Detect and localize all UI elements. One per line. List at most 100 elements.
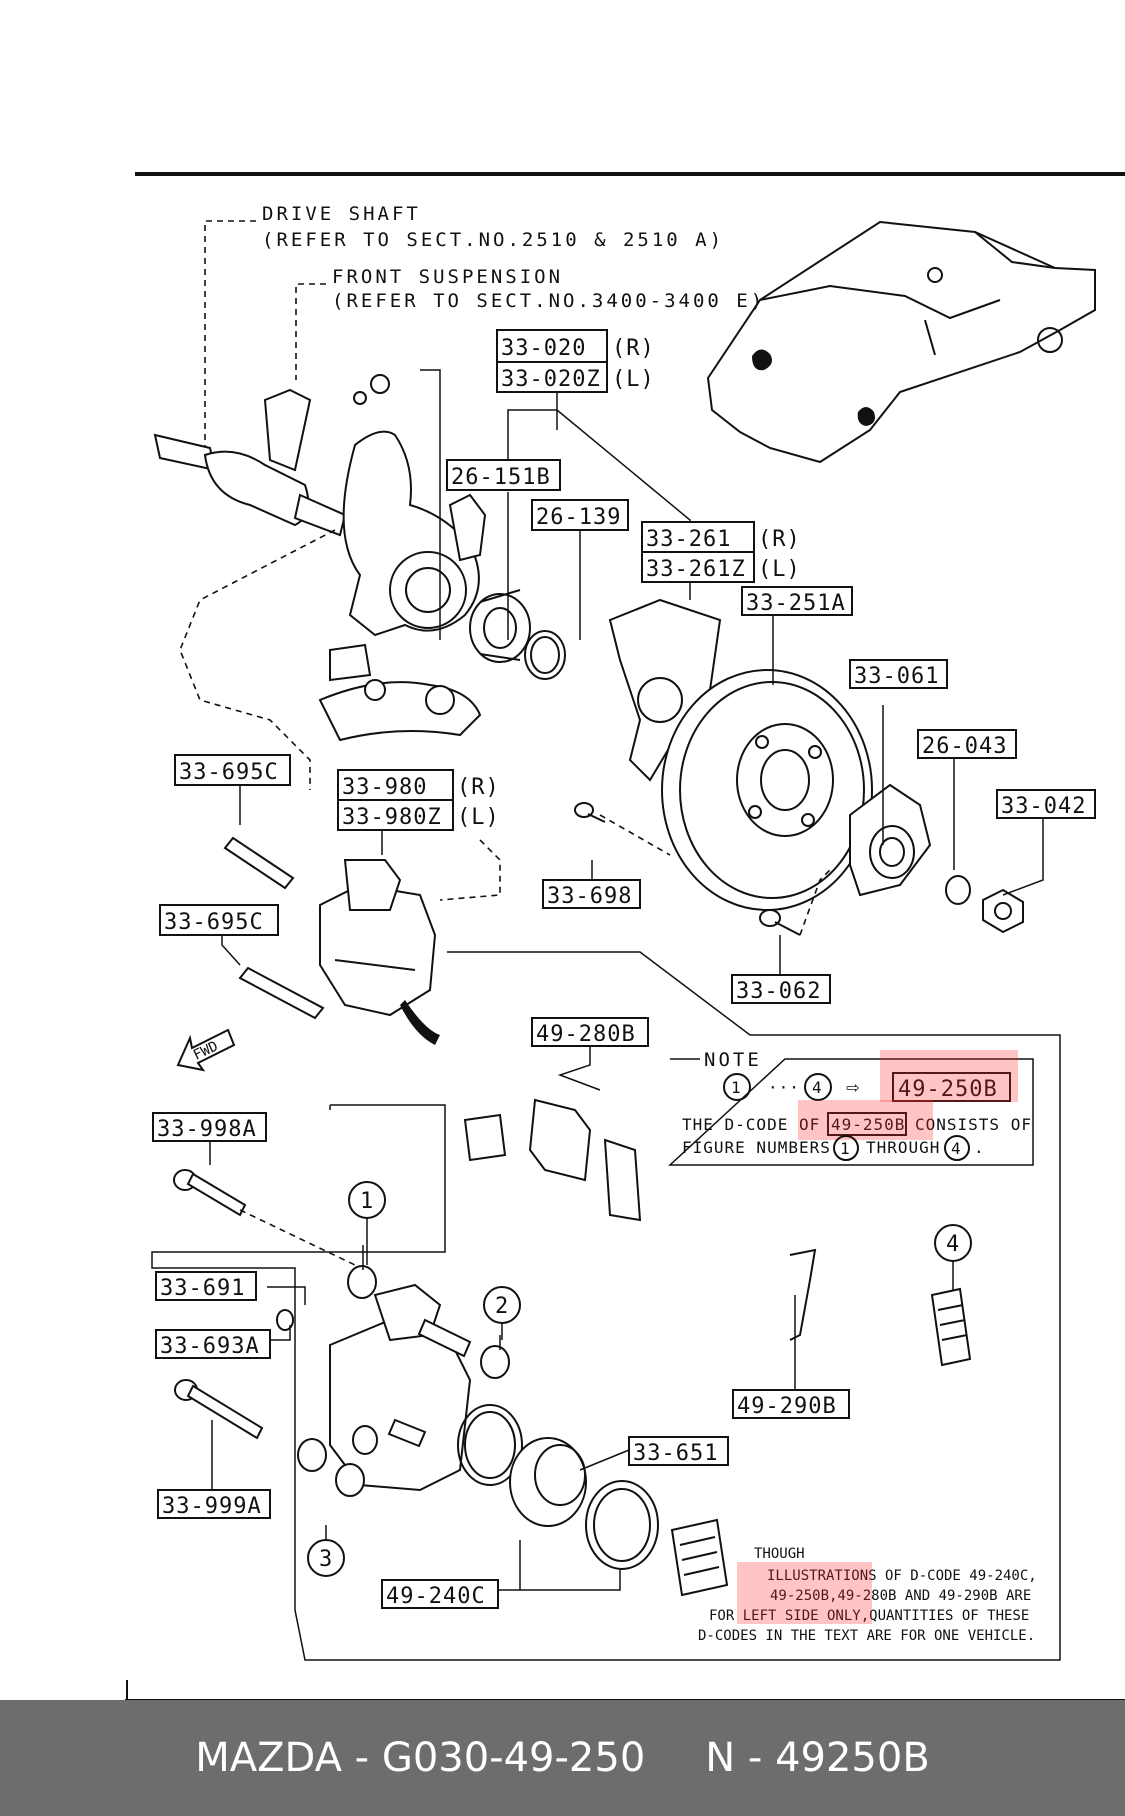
anti-squeal-shim-illustration: [789, 1248, 817, 1341]
washer-illustration: [945, 875, 971, 905]
forward-arrow-icon: FWD: [176, 1028, 236, 1072]
highlight-note-code: [880, 1050, 1018, 1102]
drive-shaft-label: DRIVE SHAFT: [262, 203, 421, 225]
svg-text:26-151B: 26-151B: [451, 465, 551, 490]
part-33-980z: 33-980Z: [342, 805, 442, 830]
svg-text:33-042: 33-042: [1001, 794, 1086, 819]
part-33-695c-lower[interactable]: 33-695C: [159, 904, 279, 936]
part-33-695c-upper[interactable]: 33-695C: [174, 754, 291, 786]
snap-ring-illustration: [524, 630, 566, 680]
svg-text:(L): (L): [612, 367, 655, 392]
note-code-49-250b: 49-250B: [898, 1077, 998, 1102]
part-33-251a[interactable]: 33-251A: [741, 586, 853, 616]
part-26-151b[interactable]: 26-151B: [446, 459, 561, 491]
part-33-691[interactable]: 33-691: [155, 1271, 257, 1301]
caliper-body-illustration: [329, 1283, 472, 1492]
part-26-043[interactable]: 26-043: [917, 729, 1017, 759]
svg-text:26-043: 26-043: [922, 734, 1007, 759]
svg-text:FIGURE NUMBERS: FIGURE NUMBERS: [682, 1138, 831, 1157]
svg-text:(R): (R): [758, 527, 801, 552]
dust-boot-illustration: [585, 1480, 659, 1570]
part-49-240c[interactable]: 49-240C: [381, 1579, 499, 1609]
part-33-020[interactable]: 33-020 (R) 33-020Z (L): [496, 329, 655, 393]
drive-shaft-ref: (REFER TO SECT.NO.2510 & 2510 A): [262, 229, 724, 251]
part-33-999a[interactable]: 33-999A: [157, 1489, 271, 1519]
part-33-061[interactable]: 33-061: [849, 659, 948, 689]
svg-text:(L): (L): [758, 557, 801, 582]
svg-text:2: 2: [495, 1294, 509, 1319]
part-33-261[interactable]: 33-261 (R) 33-261Z (L): [641, 521, 801, 583]
caliper-assembly-illustration: [319, 859, 437, 1017]
part-33-020z: 33-020Z: [501, 367, 601, 392]
fwd-label: FWD: [191, 1038, 221, 1063]
svg-text:THOUGH: THOUGH: [754, 1546, 805, 1562]
brake-pad-set-illustration: [463, 1098, 642, 1222]
svg-text:33-691: 33-691: [160, 1276, 245, 1301]
shield-bolt-illustration: [574, 802, 606, 823]
front-suspension-ref: (REFER TO SECT.NO.3400-3400 E): [332, 290, 765, 312]
part-33-062[interactable]: 33-062: [731, 974, 831, 1004]
car-outline-illustration: [706, 220, 1096, 464]
svg-text:(L): (L): [457, 805, 500, 830]
part-49-280b[interactable]: 49-280B: [531, 1017, 649, 1047]
part-33-980[interactable]: 33-980 (R) 33-980Z (L): [337, 769, 500, 831]
lock-nut-illustration: [982, 888, 1024, 934]
small-seal-kit-illustration: [670, 1518, 729, 1597]
svg-text:49-250B,49-280B AND 49-290B AR: 49-250B,49-280B AND 49-290B ARE: [770, 1588, 1031, 1604]
note-inline-code: 49-250B: [831, 1115, 905, 1134]
svg-text:4: 4: [951, 1139, 962, 1158]
bleeder-screw-illustration: [276, 1309, 294, 1331]
callout-1: 1: [348, 1181, 386, 1219]
part-33-261z: 33-261Z: [646, 557, 746, 582]
svg-text:3: 3: [319, 1547, 333, 1572]
steering-knuckle-illustration: [318, 430, 487, 742]
svg-text:33-261: 33-261: [646, 527, 731, 552]
highlight-inline-code: [798, 1100, 933, 1140]
part-33-998a[interactable]: 33-998A: [152, 1112, 267, 1142]
part-33-651[interactable]: 33-651: [628, 1436, 729, 1466]
pad-wear-indicator-illustration: [223, 836, 325, 1020]
part-26-139[interactable]: 26-139: [531, 499, 629, 531]
part-33-042[interactable]: 33-042: [996, 789, 1096, 819]
hub-bolt-illustration: [759, 909, 801, 936]
pointer-arrow-icon: [400, 1000, 440, 1045]
svg-text:THE D-CODE OF: THE D-CODE OF: [682, 1115, 820, 1134]
aftermarket-part-number: N - 49250B: [705, 1735, 930, 1781]
part-33-698[interactable]: 33-698: [542, 879, 641, 909]
piston-illustration: [509, 1437, 587, 1527]
svg-text:CONSISTS OF: CONSISTS OF: [915, 1115, 1032, 1134]
svg-text:33-998A: 33-998A: [157, 1117, 257, 1142]
front-suspension-label: FRONT SUSPENSION: [332, 266, 563, 288]
brake-disc-illustration: [661, 669, 873, 911]
guide-bolt-illustration: [173, 1169, 264, 1440]
wheel-bearing-illustration: [469, 589, 531, 663]
svg-text:D-CODES IN THE TEXT ARE FOR ON: D-CODES IN THE TEXT ARE FOR ONE VEHICLE.: [698, 1628, 1035, 1644]
note-box: NOTE 1 ··· 4 ⇨ 49-250B THE D-CODE OF 49-…: [668, 1049, 1034, 1166]
svg-text:33-061: 33-061: [854, 664, 939, 689]
svg-text:1: 1: [360, 1189, 374, 1214]
svg-text:.: .: [974, 1138, 985, 1157]
oem-part-number: MAZDA - G030-49-250: [195, 1735, 646, 1781]
svg-text:33-020: 33-020: [501, 336, 586, 361]
part-33-693a[interactable]: 33-693A: [155, 1329, 271, 1359]
svg-text:33-693A: 33-693A: [160, 1334, 260, 1359]
svg-text:(R): (R): [457, 775, 500, 800]
svg-text:4: 4: [812, 1078, 823, 1097]
svg-text:33-980: 33-980: [342, 775, 427, 800]
callout-3: 3: [307, 1539, 345, 1577]
svg-text:⇨: ⇨: [846, 1075, 860, 1100]
note-title: NOTE: [704, 1049, 762, 1071]
svg-text:49-280B: 49-280B: [536, 1022, 636, 1047]
svg-text:33-651: 33-651: [633, 1441, 718, 1466]
svg-text:33-695C: 33-695C: [164, 910, 264, 935]
svg-text:4: 4: [946, 1232, 960, 1257]
svg-text:26-139: 26-139: [536, 505, 621, 530]
svg-text:49-240C: 49-240C: [386, 1584, 486, 1609]
svg-text:49-290B: 49-290B: [737, 1394, 837, 1419]
wheel-hub-illustration: [849, 783, 932, 897]
svg-text:33-698: 33-698: [547, 884, 632, 909]
svg-text:···: ···: [768, 1078, 800, 1097]
though-note: THOUGH ILLUSTRATIONS OF D-CODE 49-240C, …: [698, 1546, 1037, 1644]
part-49-290b[interactable]: 49-290B: [732, 1389, 850, 1419]
piston-seal-illustration: [457, 1404, 523, 1486]
